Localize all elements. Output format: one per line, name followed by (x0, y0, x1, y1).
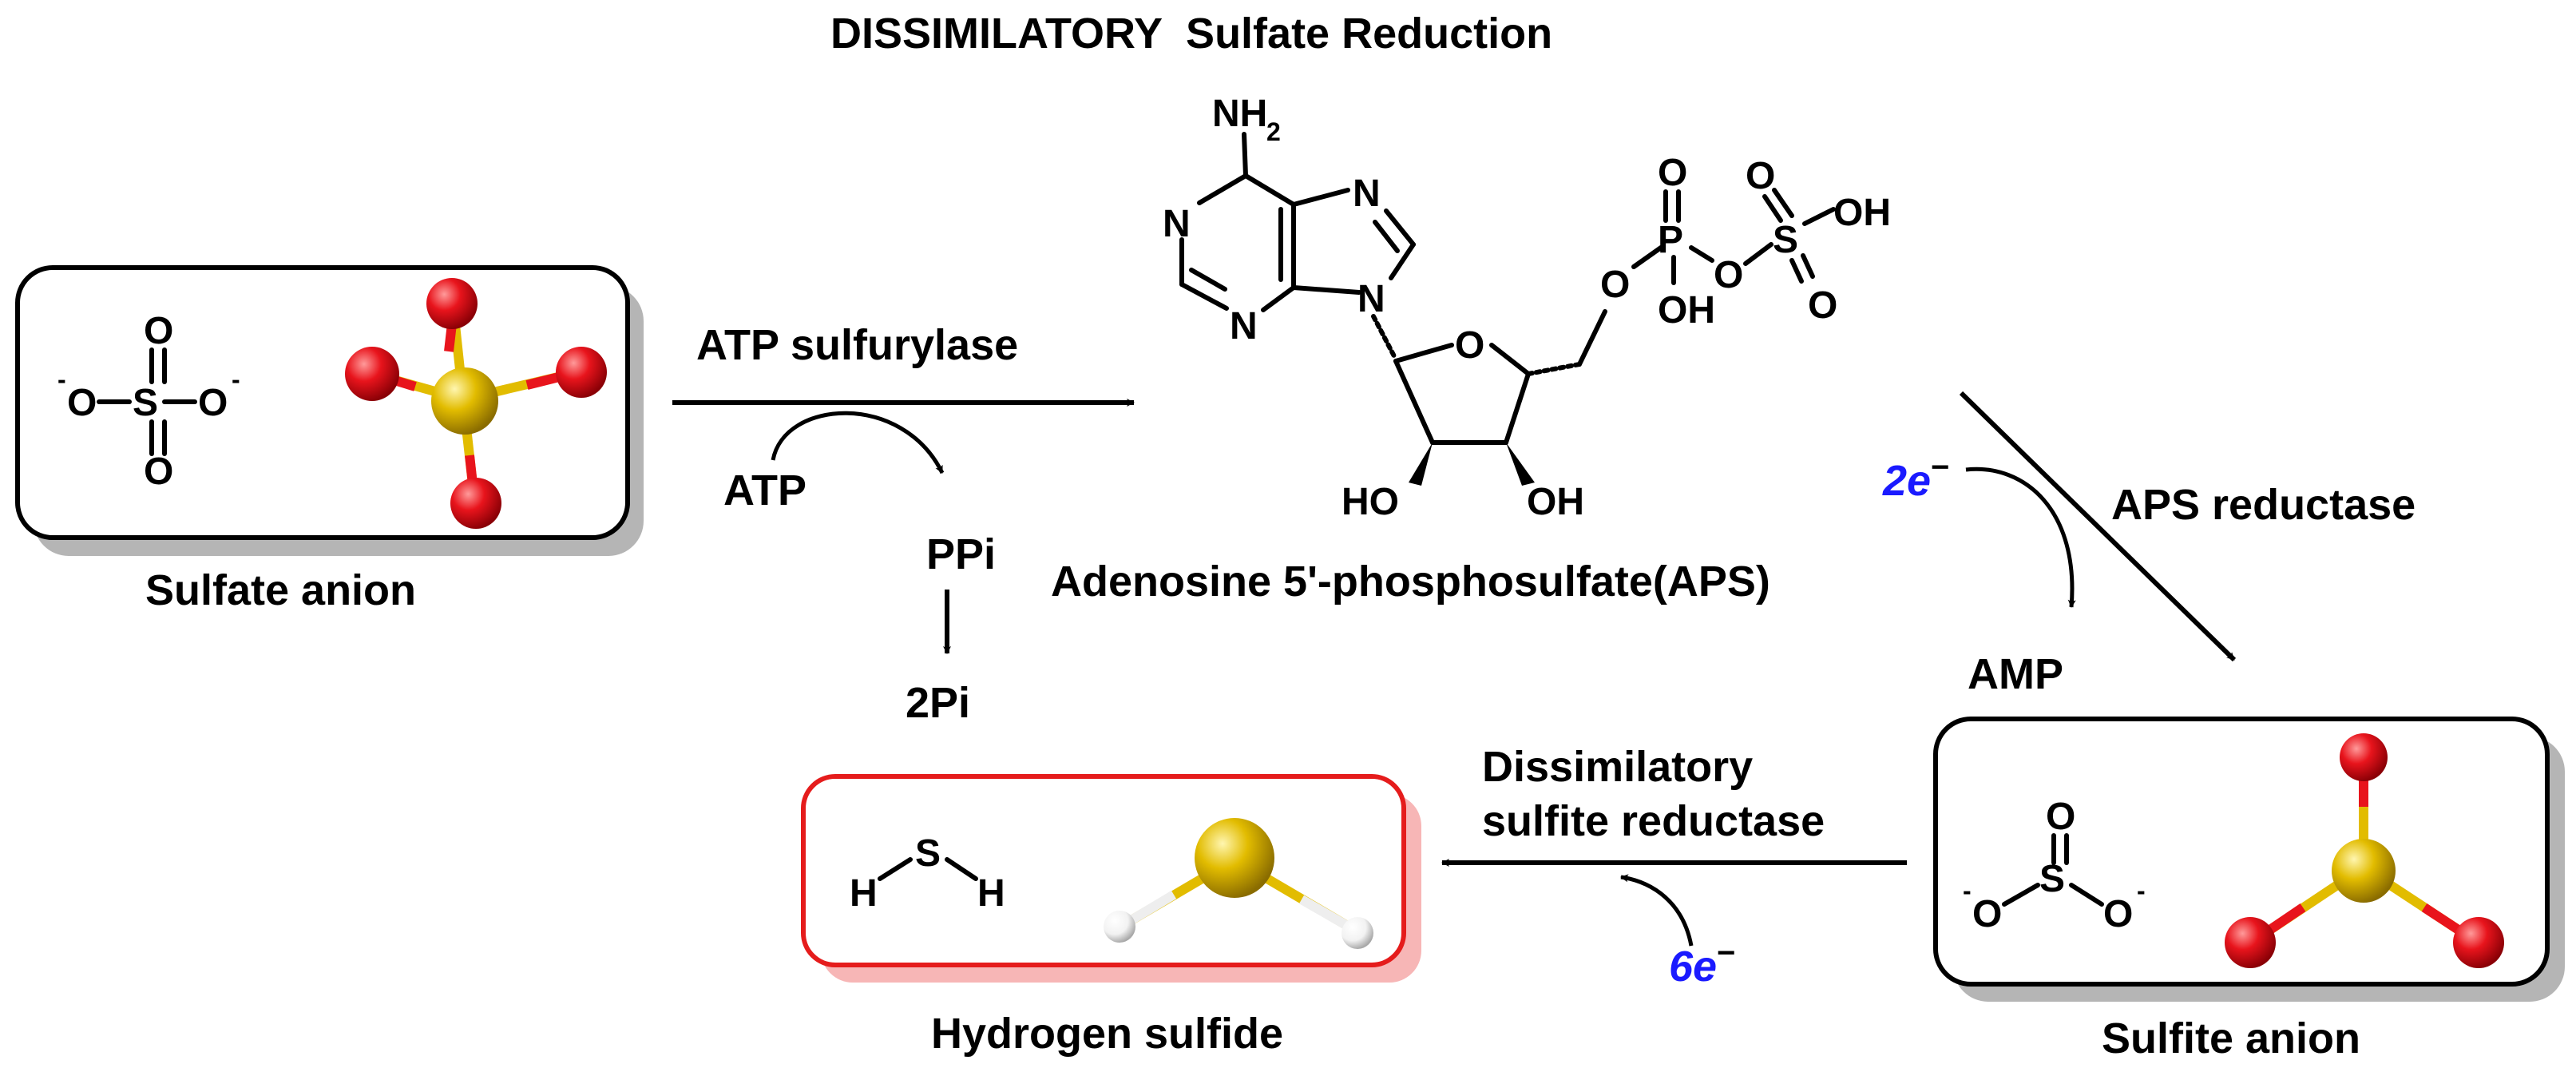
aps-o-link: O (1600, 264, 1630, 306)
sulfate-o-top: O (144, 310, 173, 352)
aps-nh2-subscript: 2 (1266, 117, 1281, 146)
6e-label: 6e− (1669, 935, 1735, 991)
aps-p-os: O (1714, 254, 1743, 296)
aps-n3: N (1230, 305, 1258, 347)
sulfite-charge-right: - (2137, 876, 2146, 905)
aps-label: Adenosine 5'-phosphosulfate(APS) (1051, 558, 1770, 605)
sulfate-structure: - O S O - O O (57, 310, 240, 493)
sulfite-ball-model (2225, 733, 2504, 968)
aps-s-o-bottom: O (1808, 284, 1837, 327)
sulfate-o-right: O (198, 382, 228, 424)
2e-label: 2e− (1882, 450, 1949, 505)
aps-n9: N (1357, 278, 1385, 320)
6e-curved-arrow (1620, 874, 1694, 947)
sulfate-charge-left: - (57, 365, 66, 394)
sulfate-o-ball-bottom (450, 478, 501, 529)
sulfate-s: S (133, 382, 158, 424)
sulfate-o-ball-left (345, 347, 399, 401)
h2s-ball-model (1104, 818, 1373, 949)
sulfite-structure: - O S O - O (1963, 796, 2146, 935)
sulfate-s-ball (431, 367, 498, 435)
h2s-structure: H S H (850, 832, 1005, 915)
sulfate-panel: - O S O - O O (15, 265, 644, 556)
2e-curved-arrow (1965, 467, 2076, 608)
sulfite-o-top: O (2046, 796, 2075, 838)
sulfite-box (1933, 717, 2550, 987)
sulfate-o-ball-top (426, 278, 478, 329)
sulfite-panel: - O S O - O (1933, 717, 2565, 1002)
aps-p: P (1658, 219, 1683, 261)
diagram-title: DISSIMILATORY Sulfate Reduction (830, 10, 1552, 58)
sulfite-label: Sulfite anion (2102, 1014, 2360, 1062)
sulfate-o-bottom: O (144, 451, 173, 493)
h2s-h-ball-left (1104, 911, 1135, 943)
aps-ring-o: O (1455, 324, 1484, 367)
sulfite-s: S (2039, 858, 2065, 900)
sulfite-o-ball-right (2453, 917, 2504, 968)
aps-structure: NH 2 N N N N O O HO OH (1163, 93, 1891, 523)
2e-value: 2e (1882, 457, 1931, 505)
step2-arrow (1959, 391, 2237, 662)
ppi-label: PPi (926, 530, 996, 578)
sulfite-o-left: O (1972, 893, 2002, 935)
aps-s-o-top: O (1746, 155, 1775, 197)
2pi-label: 2Pi (906, 679, 970, 727)
aps-oh-right: OH (1527, 481, 1584, 523)
sulfate-charge-right: - (232, 365, 240, 394)
sulfate-ball-model (345, 278, 607, 529)
aps-p-oh: OH (1658, 289, 1715, 332)
h2s-h-left: H (850, 872, 878, 915)
atp-curved-arrow (771, 411, 945, 474)
sulfate-o-ball-right (556, 347, 607, 398)
2e-superscript: − (1931, 450, 1949, 485)
h2s-s-ball (1195, 818, 1274, 898)
aps-ho-left: HO (1342, 481, 1399, 523)
aps-n7: N (1353, 173, 1381, 215)
dsr-label-line1: Dissimilatory (1482, 743, 1753, 791)
sulfite-o-right: O (2103, 893, 2133, 935)
atp-sulfurylase-label: ATP sulfurylase (696, 321, 1018, 369)
atp-label: ATP (723, 467, 806, 514)
dsr-label-line2: sulfite reductase (1482, 797, 1825, 845)
h2s-s: S (915, 832, 941, 875)
sulfite-charge-left: - (1963, 876, 1972, 905)
aps-nh2: NH (1212, 93, 1267, 135)
sulfite-o-ball-left (2225, 917, 2276, 968)
aps-p-o: O (1658, 152, 1687, 194)
sulfate-label: Sulfate anion (145, 566, 416, 614)
6e-value: 6e (1669, 943, 1717, 991)
h2s-label: Hydrogen sulfide (931, 1010, 1283, 1058)
aps-s: S (1773, 219, 1798, 261)
sulfate-o-left: O (67, 382, 97, 424)
aps-s-oh: OH (1833, 192, 1891, 234)
aps-reductase-label: APS reductase (2111, 481, 2415, 529)
h2s-panel: H S H (801, 774, 1421, 983)
6e-superscript: − (1717, 935, 1735, 971)
sulfite-s-ball (2332, 839, 2396, 903)
h2s-h-ball-right (1342, 917, 1373, 949)
amp-label: AMP (1968, 650, 2063, 698)
h2s-h-right: H (977, 872, 1005, 915)
aps-n1: N (1163, 203, 1191, 245)
sulfite-o-ball-top (2340, 733, 2388, 781)
